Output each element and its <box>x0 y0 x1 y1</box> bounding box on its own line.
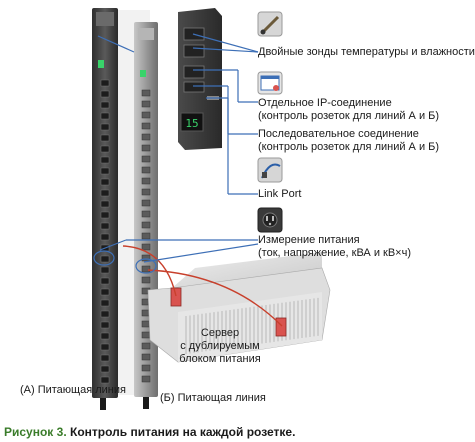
strip-b-outlet <box>141 210 151 218</box>
strip-a-outlet <box>100 145 110 153</box>
strip-b-outlet <box>141 100 151 108</box>
strip-a-outlet <box>100 376 110 384</box>
label-server-line1: Сервер <box>200 327 240 339</box>
strip-b-outlet <box>141 232 151 240</box>
leader-lines <box>93 33 259 274</box>
server-psu-a <box>170 287 182 307</box>
strip-b-outlet <box>141 243 151 251</box>
strip-b-outlet <box>141 166 151 174</box>
label-link-port: Link Port <box>258 188 302 200</box>
strip-b-outlet <box>141 254 151 262</box>
cable-red-b <box>147 269 283 327</box>
strip-b-outlet <box>141 89 151 97</box>
label-temp-humidity: Двойные зонды температуры и влажности <box>258 46 475 58</box>
strip-a-outlet <box>100 354 110 362</box>
strip-a-outlet <box>100 222 110 230</box>
strip-a-outlet <box>100 343 110 351</box>
strip-b-outlet <box>141 265 151 273</box>
label-power-line1: Измерение питания <box>258 234 360 246</box>
strip-a-outlet <box>100 211 110 219</box>
figure-caption: Рисунок 3. Контроль питания на каждой ро… <box>4 425 295 439</box>
temperature-probe-icon <box>257 11 283 37</box>
label-ip-line2: (контроль розеток для линий А и Б) <box>258 110 440 122</box>
label-feed-a: (А) Питающая линия <box>20 384 126 396</box>
ip-connection-icon <box>257 71 283 95</box>
strip-a-outlet <box>100 288 110 296</box>
strip-a-outlet <box>100 233 110 241</box>
strip-a-outlet <box>100 299 110 307</box>
power-outlet-icon <box>257 207 283 233</box>
strip-b-outlet <box>141 122 151 130</box>
strip-a-outlet <box>100 90 110 98</box>
strip-a-outlet <box>100 310 110 318</box>
strip-b-outlet <box>141 111 151 119</box>
control-panel-unit: 15 <box>178 8 222 150</box>
strip-b-outlet <box>141 353 151 361</box>
panel-display-value: 15 <box>185 117 198 130</box>
link-port-icon <box>257 157 283 183</box>
figure-number: Рисунок 3. <box>4 425 67 439</box>
strip-a-outlet <box>100 101 110 109</box>
strip-a-outlet <box>100 79 110 87</box>
strip-b-outlet <box>141 221 151 229</box>
server-unit <box>147 252 331 363</box>
strip-b-outlet <box>141 144 151 152</box>
strip-a-outlet <box>100 332 110 340</box>
strip-b-outlet <box>141 188 151 196</box>
figure-caption-text: Контроль питания на каждой розетке. <box>70 425 296 439</box>
label-serial-line1: Последовательное соединение <box>258 128 419 140</box>
strip-b-outlet <box>141 276 151 284</box>
label-feed-b: (Б) Питающая линия <box>160 392 266 404</box>
strip-a-outlet <box>100 255 110 263</box>
strip-a-outlet <box>100 134 110 142</box>
strip-a-outlet <box>100 167 110 175</box>
pdu-strip-a <box>92 8 118 410</box>
strip-a-outlet <box>100 156 110 164</box>
pdu-strip-b <box>134 22 158 409</box>
strip-b-outlet <box>141 375 151 383</box>
label-power-line2: (ток, напряжение, кВА и кВ×ч) <box>258 247 411 259</box>
strip-a-outlet <box>100 112 110 120</box>
strip-b-outlet <box>141 133 151 141</box>
strip-a-outlet <box>100 123 110 131</box>
label-ip-line1: Отдельное IP-соединение <box>258 97 392 109</box>
label-server-line3: блоком питания <box>179 353 261 365</box>
strip-b-outlet <box>141 364 151 372</box>
strip-a-outlet <box>100 277 110 285</box>
strip-a-outlet <box>100 266 110 274</box>
strip-b-outlet <box>141 199 151 207</box>
server-psu-b <box>275 317 287 337</box>
strip-a-outlet <box>100 189 110 197</box>
strip-a-outlet <box>100 365 110 373</box>
strip-b-outlet <box>141 331 151 339</box>
label-server-line2: с дублируемым <box>180 340 260 352</box>
strip-b-outlet <box>141 342 151 350</box>
strip-a-outlet <box>100 200 110 208</box>
strip-a-outlet <box>100 178 110 186</box>
strip-b-outlet <box>141 320 151 328</box>
strip-a-outlet <box>100 321 110 329</box>
label-serial-line2: (контроль розеток для линий А и Б) <box>258 141 440 153</box>
strip-b-outlet <box>141 177 151 185</box>
strip-b-outlet <box>141 155 151 163</box>
